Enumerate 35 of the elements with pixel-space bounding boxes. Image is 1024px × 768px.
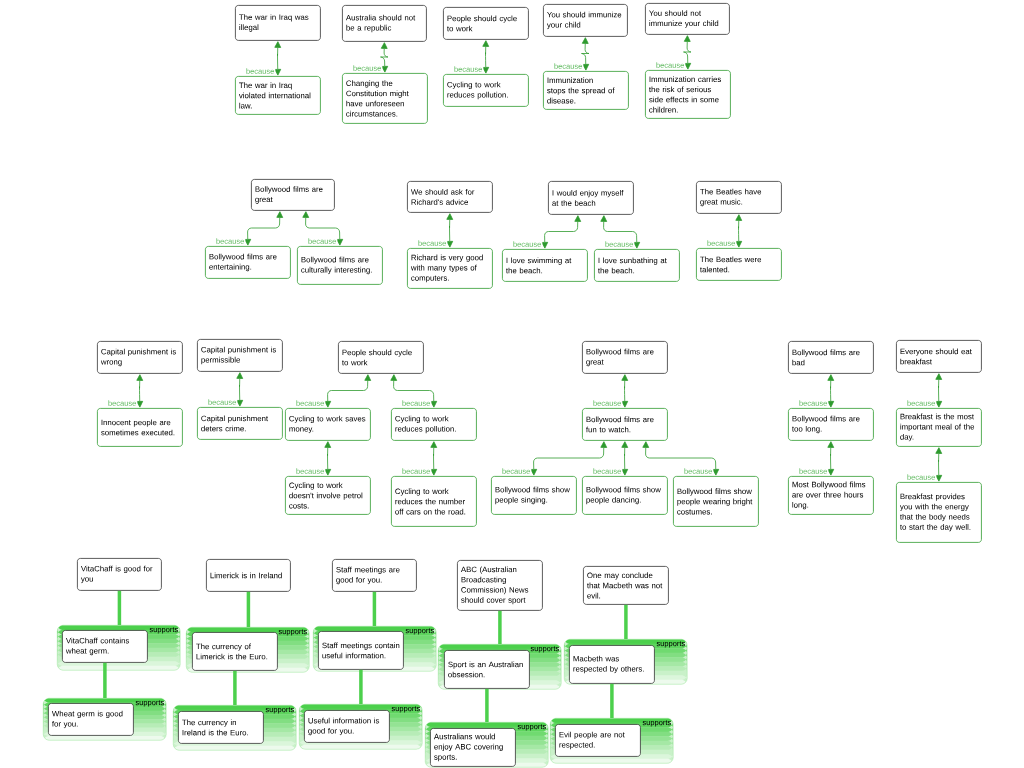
support-connector: [359, 669, 363, 704]
connector-line: [430, 441, 438, 476]
connector-line: [541, 215, 582, 249]
connector-line: [827, 441, 835, 476]
support-connector: [485, 688, 489, 722]
support-connector: [498, 610, 502, 644]
support-connector: [103, 662, 107, 698]
connector-line: [642, 441, 720, 476]
connector-line: [581, 37, 590, 71]
connector-line: [390, 374, 438, 408]
support-connector: [246, 591, 251, 627]
connector-line: [600, 215, 641, 249]
connector-line: [446, 213, 454, 248]
connector-line: [324, 441, 332, 476]
connector-line: [274, 41, 282, 76]
connector-line: [324, 374, 372, 408]
connector-line: [621, 374, 629, 408]
support-connector: [233, 670, 237, 705]
connector-line: [136, 374, 144, 408]
connector-line: [244, 211, 284, 246]
connector-line: [621, 441, 629, 476]
connector-line: [935, 373, 943, 408]
connector-line: [683, 35, 692, 70]
connector-line: [302, 211, 344, 246]
support-connector: [372, 591, 377, 626]
support-connector: [117, 590, 122, 625]
support-connector: [624, 604, 628, 639]
connector-line: [380, 42, 389, 73]
connector-line: [935, 447, 943, 482]
connector-line: [482, 40, 490, 74]
connector-line: [827, 374, 835, 408]
support-connector: [610, 683, 614, 718]
connector-line: [735, 214, 743, 248]
connector-line: [236, 372, 244, 407]
connector-line: [530, 441, 608, 476]
